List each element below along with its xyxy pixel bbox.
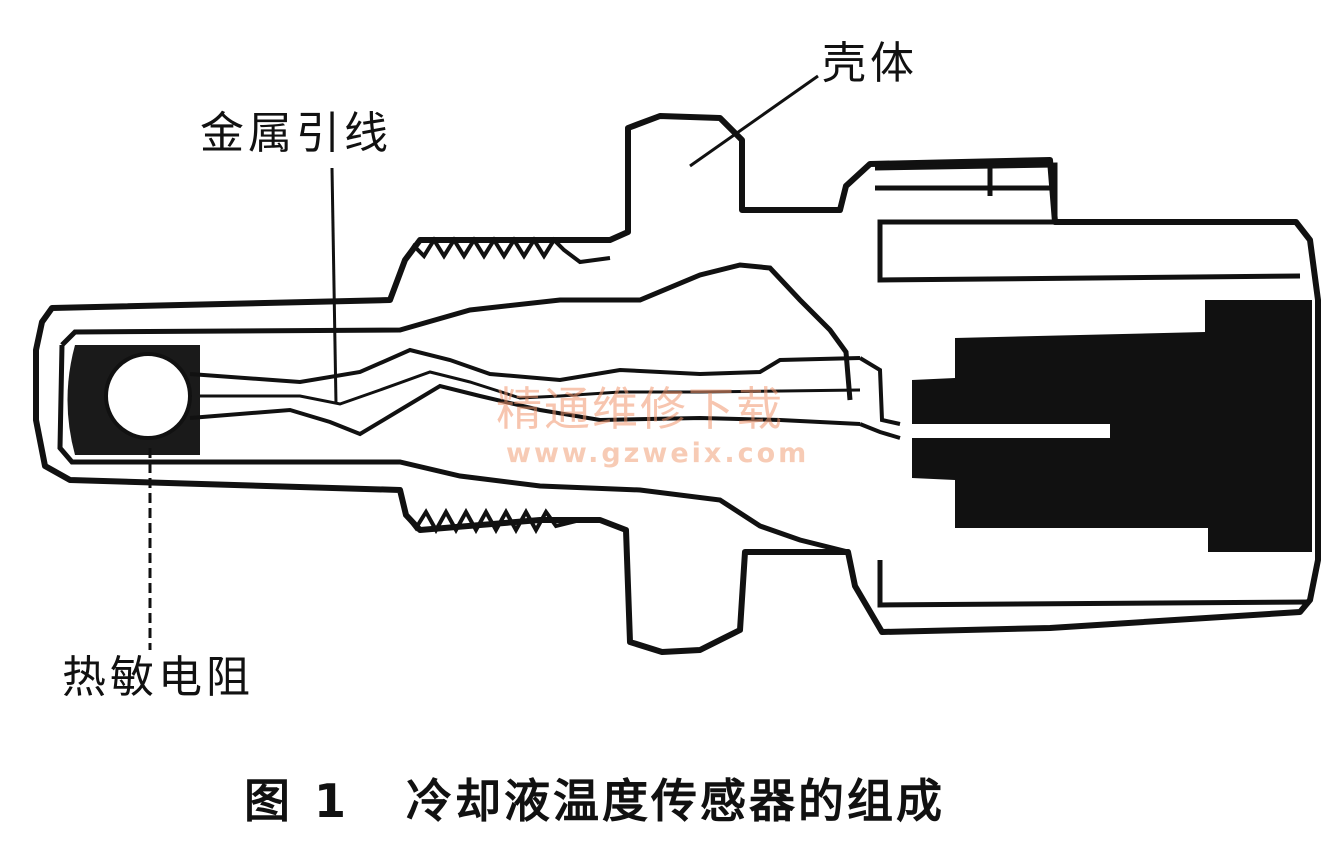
housing-outer-outline: [33, 113, 1321, 655]
watermark-text: 精通维修下载: [496, 382, 784, 436]
lead-wire-middle: [200, 370, 861, 406]
leader-line-shell: [689, 74, 819, 168]
label-thermistor: 热敏电阻: [62, 652, 254, 703]
thread-top: [403, 236, 611, 265]
thread-bottom: [404, 507, 581, 535]
terminal-pin-slot: [900, 424, 1110, 438]
figure-number: 图 1: [244, 774, 351, 828]
connector-bottom-block: [877, 560, 1311, 608]
figure-title: 冷却液温度传感器的组成: [406, 774, 946, 828]
lead-wire-upper: [189, 347, 861, 385]
connector-divider: [875, 160, 1050, 196]
lead-wire-lower: [189, 383, 861, 437]
probe-inner-tube: [57, 262, 853, 555]
watermark-url: www.gzweix.com: [506, 438, 810, 469]
inner-contact-lines: [858, 356, 901, 440]
connector-top-block: [874, 162, 1301, 283]
label-lead-wire: 金属引线: [200, 108, 392, 159]
label-shell: 壳体: [822, 38, 918, 89]
thermistor-bead: [104, 352, 192, 440]
leader-line-wire: [330, 167, 338, 405]
terminal-black-block: [912, 300, 1312, 552]
